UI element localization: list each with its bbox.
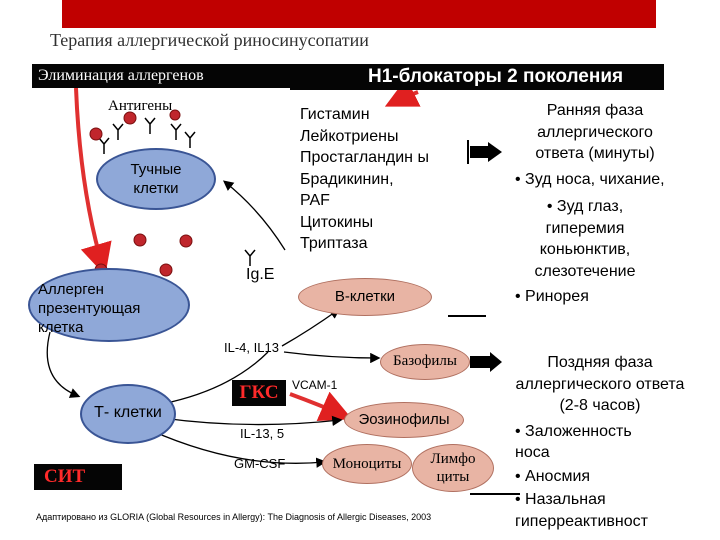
- arrow-t-to-mono: [149, 429, 327, 468]
- late-phase-item: • Аносмия: [515, 467, 591, 485]
- late-phase-title: Поздняя фаза аллергического ответа (2-8 …: [515, 354, 685, 414]
- lymphocytes-label: Лимфо циты: [430, 451, 476, 485]
- mediator-item: Триптаза: [300, 235, 368, 252]
- arrow-b-to-mast: [222, 180, 286, 251]
- late-phase-block: Поздняя фаза аллергического ответа (2-8 …: [515, 352, 715, 532]
- lymphocytes-node: Лимфо циты: [412, 444, 494, 492]
- early-phase-block: Ранняя фаза аллергического ответа (минут…: [515, 100, 715, 308]
- block-arrow-early: [470, 142, 502, 162]
- mast-cell-label: Тучные клетки: [130, 161, 182, 197]
- mediators-list: Гистамин Лейкотриены Простагландин ы Бра…: [300, 104, 450, 255]
- ige-label: Ig.E: [246, 266, 275, 283]
- mediator-item: Лейкотриены: [300, 127, 399, 145]
- arrow-elim-to-apc: [74, 87, 112, 276]
- arrow-il4-to-b: [281, 308, 341, 347]
- gks-label: ГКС: [232, 380, 286, 406]
- monocytes-label: Моноциты: [332, 456, 402, 472]
- mediator-item: Брадикинин, PAF: [300, 170, 394, 210]
- mast-cell-node: Тучные клетки: [96, 148, 216, 210]
- monocytes-node: Моноциты: [322, 444, 412, 484]
- b-cells-node: В-клетки: [298, 278, 432, 316]
- arrow-t-to-eos: [161, 415, 343, 427]
- arrow-apc-to-t: [46, 331, 81, 398]
- arrow-gks-to-eos: [289, 391, 353, 421]
- slide-title: Терапия аллергической риносинусопатии: [50, 30, 369, 50]
- apc-label: Аллерген презентующая клетка: [38, 281, 141, 336]
- vcam-label: VCAM-1: [292, 378, 338, 392]
- mediator-item: Простагландин ы: [300, 149, 429, 166]
- antigen-markers: [98, 117, 256, 266]
- early-phase-title: Ранняя фаза аллергического ответа (минут…: [535, 102, 655, 162]
- antigen-dots: [89, 109, 193, 277]
- top-accent-bar: [62, 0, 656, 28]
- basophils-node: Базофилы: [380, 344, 470, 380]
- t-cells-label: Т- клетки: [94, 404, 162, 421]
- arrow-baso-to-late: [470, 352, 502, 372]
- b-cells-label: В-клетки: [334, 288, 396, 305]
- arrow-t-to-il4: [161, 351, 269, 405]
- basophils-label: Базофилы: [393, 353, 457, 369]
- late-phase-item: • Назальная гиперреактивност: [515, 491, 648, 530]
- mediator-item: Цитокины: [300, 213, 374, 231]
- early-phase-item: • Зуд глаз, гиперемия коньюнктив, слезот…: [534, 198, 636, 280]
- mediator-item: Гистамин: [300, 106, 370, 123]
- h1-blockers-header: Н1-блокаторы 2 поколения: [290, 64, 664, 90]
- eosinophils-node: Эозинофилы: [344, 402, 464, 438]
- early-phase-item: • Зуд носа, чихание,: [515, 170, 665, 188]
- footnote: Адаптировано из GLORIA (Global Resources…: [36, 512, 432, 522]
- sit-label: СИТ: [34, 464, 122, 490]
- early-phase-item: • Ринорея: [515, 288, 589, 305]
- elimination-header: Элиминация аллергенов: [32, 64, 290, 88]
- arrow-h1-to-mediators: [384, 77, 421, 107]
- late-phase-item: • Заложенность носа: [515, 422, 632, 462]
- t-cells-node: Т- клетки: [80, 384, 176, 444]
- eosinophils-label: Эозинофилы: [358, 411, 450, 428]
- il4-il13-label: IL-4, IL13: [224, 340, 279, 355]
- gmcsf-label: GM-CSF: [234, 456, 286, 471]
- antigens-label: Антигены: [108, 98, 173, 114]
- ige-marker: [244, 249, 256, 266]
- apc-node: Аллерген презентующая клетка: [28, 268, 190, 342]
- arrow-il4-to-baso: [283, 351, 381, 364]
- il13-il5-label: IL-13, 5: [240, 426, 285, 441]
